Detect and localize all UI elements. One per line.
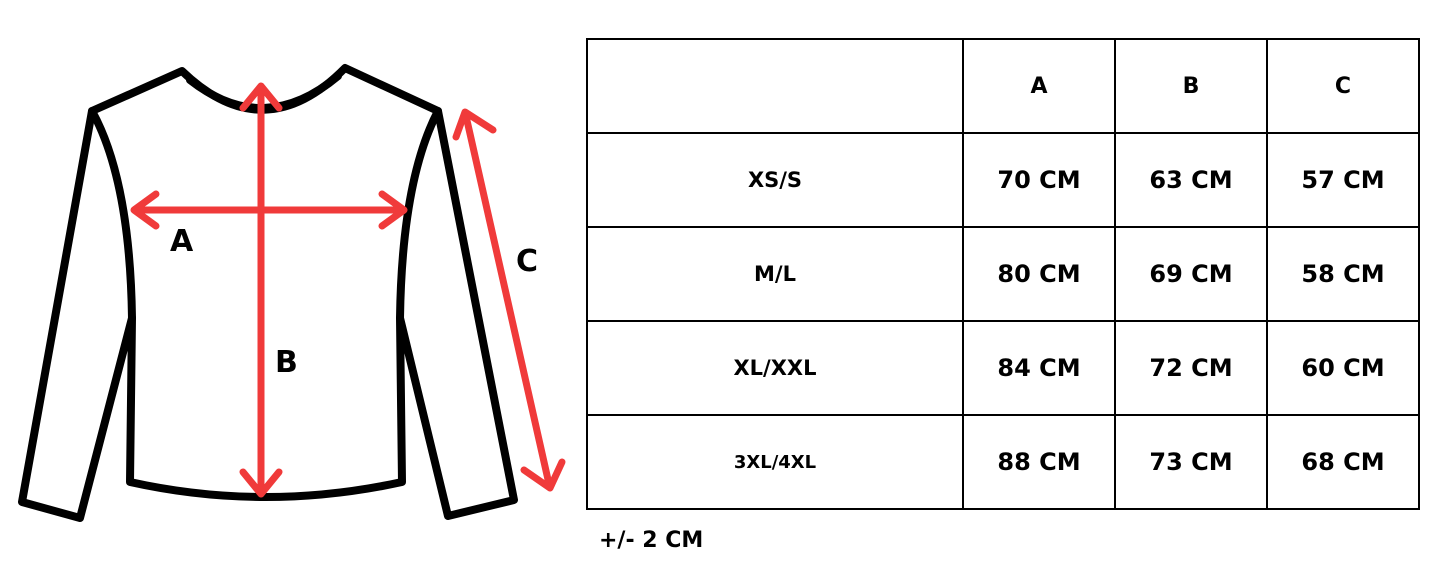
measurement-arrows [130, 82, 566, 498]
arrow-c-bottom-head [520, 458, 566, 492]
value-cell-c: 68 CM [1266, 414, 1420, 510]
value-cell-c: 58 CM [1266, 226, 1420, 322]
header-cell-a: A [962, 38, 1116, 134]
table-row: M/L 80 CM 69 CM 58 CM [586, 226, 1420, 322]
size-cell: XS/S [586, 132, 964, 228]
left-armhole-seam [88, 107, 136, 322]
size-chart-table: A B C XS/S 70 CM 63 CM 57 CM M/L 80 CM 6… [586, 38, 1420, 510]
arrow-b-top-head [239, 82, 283, 112]
size-cell: 3XL/4XL [586, 414, 964, 510]
arrow-a-right-head [378, 190, 408, 230]
label-c: C [516, 244, 538, 279]
table-row: 3XL/4XL 88 CM 73 CM 68 CM [586, 414, 1420, 510]
header-cell-b: B [1114, 38, 1268, 134]
tolerance-note: +/- 2 CM [599, 528, 704, 553]
value-cell-a: 84 CM [962, 320, 1116, 416]
right-armhole-seam [396, 107, 442, 322]
arrow-c-top-head [452, 108, 497, 141]
label-a: A [170, 224, 194, 259]
size-cell: M/L [586, 226, 964, 322]
arrow-c-line [462, 112, 553, 488]
garment-diagram: A B C [18, 64, 566, 522]
size-cell: XL/XXL [586, 320, 964, 416]
value-cell-c: 60 CM [1266, 320, 1420, 416]
arrow-b-bottom-head [239, 468, 283, 498]
value-cell-c: 57 CM [1266, 132, 1420, 228]
value-cell-a: 80 CM [962, 226, 1116, 322]
header-cell-c: C [1266, 38, 1420, 134]
header-cell-empty [586, 38, 964, 134]
table-row: XL/XXL 84 CM 72 CM 60 CM [586, 320, 1420, 416]
value-cell-a: 70 CM [962, 132, 1116, 228]
value-cell-b: 69 CM [1114, 226, 1268, 322]
arrow-a-left-head [130, 190, 160, 230]
table-row: XS/S 70 CM 63 CM 57 CM [586, 132, 1420, 228]
label-b: B [275, 345, 298, 380]
value-cell-b: 72 CM [1114, 320, 1268, 416]
value-cell-b: 73 CM [1114, 414, 1268, 510]
sweater-outer-outline [18, 64, 518, 522]
value-cell-a: 88 CM [962, 414, 1116, 510]
sweater-outline [18, 64, 518, 522]
table-header-row: A B C [586, 38, 1420, 134]
value-cell-b: 63 CM [1114, 132, 1268, 228]
